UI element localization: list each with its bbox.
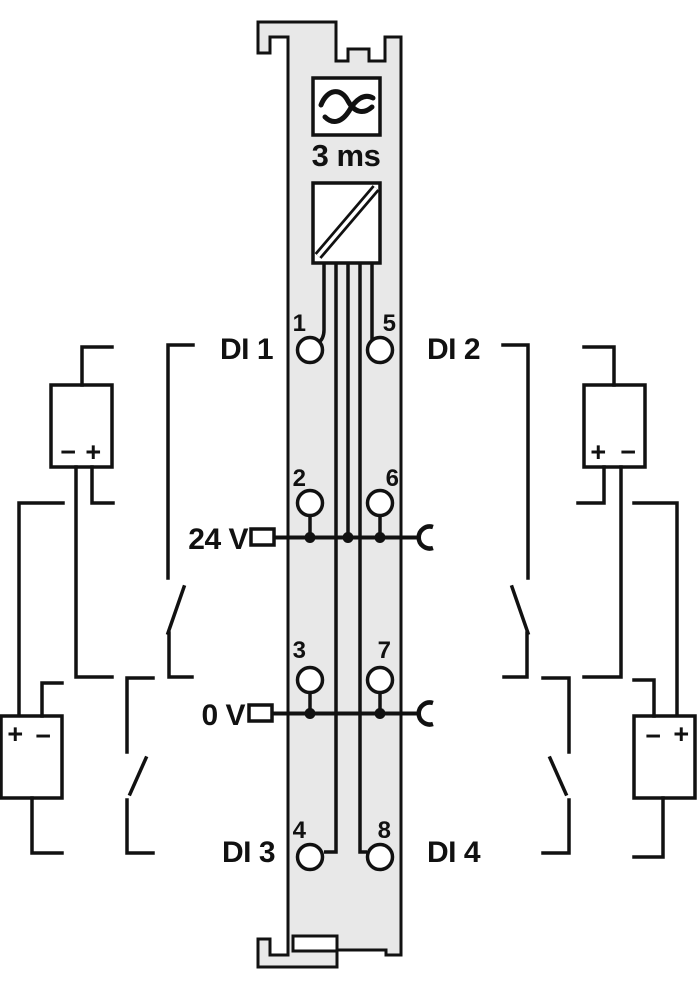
terminal-number-8: 8 — [378, 817, 391, 844]
junction-dot-terminal-6 — [374, 532, 386, 543]
input-filter-symbol: 3 ms — [311, 76, 382, 173]
junction-dot-terminal-2 — [304, 532, 316, 543]
electronics-symbol — [311, 181, 382, 265]
supply-left-lower-minus-sign: − — [35, 721, 50, 751]
supply-right-upper-plus-sign: + — [590, 437, 605, 467]
terminal-number-4: 4 — [293, 817, 307, 844]
supply-right-upper-wire-plus — [576, 465, 606, 505]
rail-24v: 24 V — [188, 523, 434, 556]
terminal-5 — [365, 335, 395, 365]
di1-branch-lower — [167, 631, 194, 679]
terminal-7 — [365, 665, 395, 695]
supply-left-upper-plus-sign: + — [85, 437, 100, 467]
supply-left-upper-wire-top — [80, 345, 114, 387]
supply-right-upper-wire-top — [582, 345, 616, 387]
terminal-4 — [295, 842, 325, 872]
channel-label-di1: DI 1 — [220, 333, 273, 366]
channel-label-di2: DI 2 — [427, 333, 480, 366]
supply-right-lower-minus-sign: − — [645, 721, 660, 751]
rail-0v-connector — [247, 703, 274, 723]
di2-branch-lower — [502, 631, 529, 679]
di3-bracket — [125, 676, 155, 754]
rail-24v-connector — [249, 527, 276, 547]
supply-left-lower-wire-top — [40, 681, 64, 718]
di4-switch-blade-icon — [547, 755, 569, 797]
junction-dot-terminal-3 — [304, 708, 316, 719]
filter-wave-icon — [318, 89, 376, 124]
rail-0v-label: 0 V — [201, 699, 245, 732]
terminal-3 — [295, 665, 325, 695]
di4-branch-lower — [541, 798, 571, 855]
filter-time-label: 3 ms — [312, 138, 381, 173]
terminal-number-3: 3 — [293, 637, 306, 664]
right-feed-wire — [632, 501, 679, 718]
terminal-1 — [295, 335, 325, 365]
internal-wires — [316, 263, 374, 854]
di2-bracket — [501, 343, 530, 580]
terminal-number-1: 1 — [293, 310, 306, 337]
right-circuit — [501, 343, 697, 859]
supply-left-lower-plus-sign: + — [7, 719, 22, 749]
supply-left-upper-minus-sign: − — [60, 437, 75, 467]
din-rail-notch — [291, 934, 339, 953]
wire-to-terminal-8 — [358, 263, 367, 854]
di1-bracket — [166, 343, 195, 580]
supply-right-upper-minus-sign: − — [620, 437, 635, 467]
di3-switch-blade-icon — [127, 755, 149, 797]
channel-label-di4: DI 4 — [427, 836, 481, 869]
supply-right-upper-wire-minus — [582, 465, 623, 679]
supply-right-lower-wire-bottom — [632, 796, 665, 859]
rail-24v-label: 24 V — [188, 523, 248, 556]
terminal-2 — [295, 488, 325, 518]
terminals: 1 5 2 6 3 7 4 8 — [293, 310, 399, 872]
terminal-number-2: 2 — [293, 465, 306, 492]
terminal-number-6: 6 — [386, 465, 399, 492]
channel-label-di3: DI 3 — [222, 836, 275, 869]
junction-dot-24v-center — [342, 532, 354, 543]
left-feed-wire — [17, 501, 65, 718]
supply-right-upper-box — [582, 383, 647, 469]
filter-box — [311, 76, 382, 137]
terminal-8 — [365, 842, 395, 872]
junction-dot-terminal-7 — [374, 708, 386, 719]
supply-right-lower-plus-sign: + — [673, 719, 688, 749]
di3-branch-lower — [125, 798, 155, 855]
terminal-number-5: 5 — [383, 310, 396, 337]
supply-right-lower-wire-top — [632, 678, 656, 718]
left-circuit — [0, 343, 195, 855]
terminal-number-7: 7 — [378, 637, 391, 664]
rail-0v-jumper-contact-icon — [416, 700, 434, 727]
wire-to-terminal-4 — [324, 263, 338, 854]
supply-left-lower-wire-bottom — [30, 796, 64, 855]
rail-24v-jumper-contact-icon — [416, 524, 434, 551]
rail-0v: 0 V — [201, 699, 434, 732]
di2-switch-blade-icon — [509, 584, 531, 636]
isolation-diagonal-gap — [316, 186, 378, 258]
terminal-6 — [365, 488, 395, 518]
supply-left-upper-wire-plus — [90, 465, 115, 505]
di4-bracket — [541, 676, 571, 754]
supply-left-upper-wire-minus — [74, 465, 114, 679]
di1-switch-blade-icon — [165, 584, 187, 636]
